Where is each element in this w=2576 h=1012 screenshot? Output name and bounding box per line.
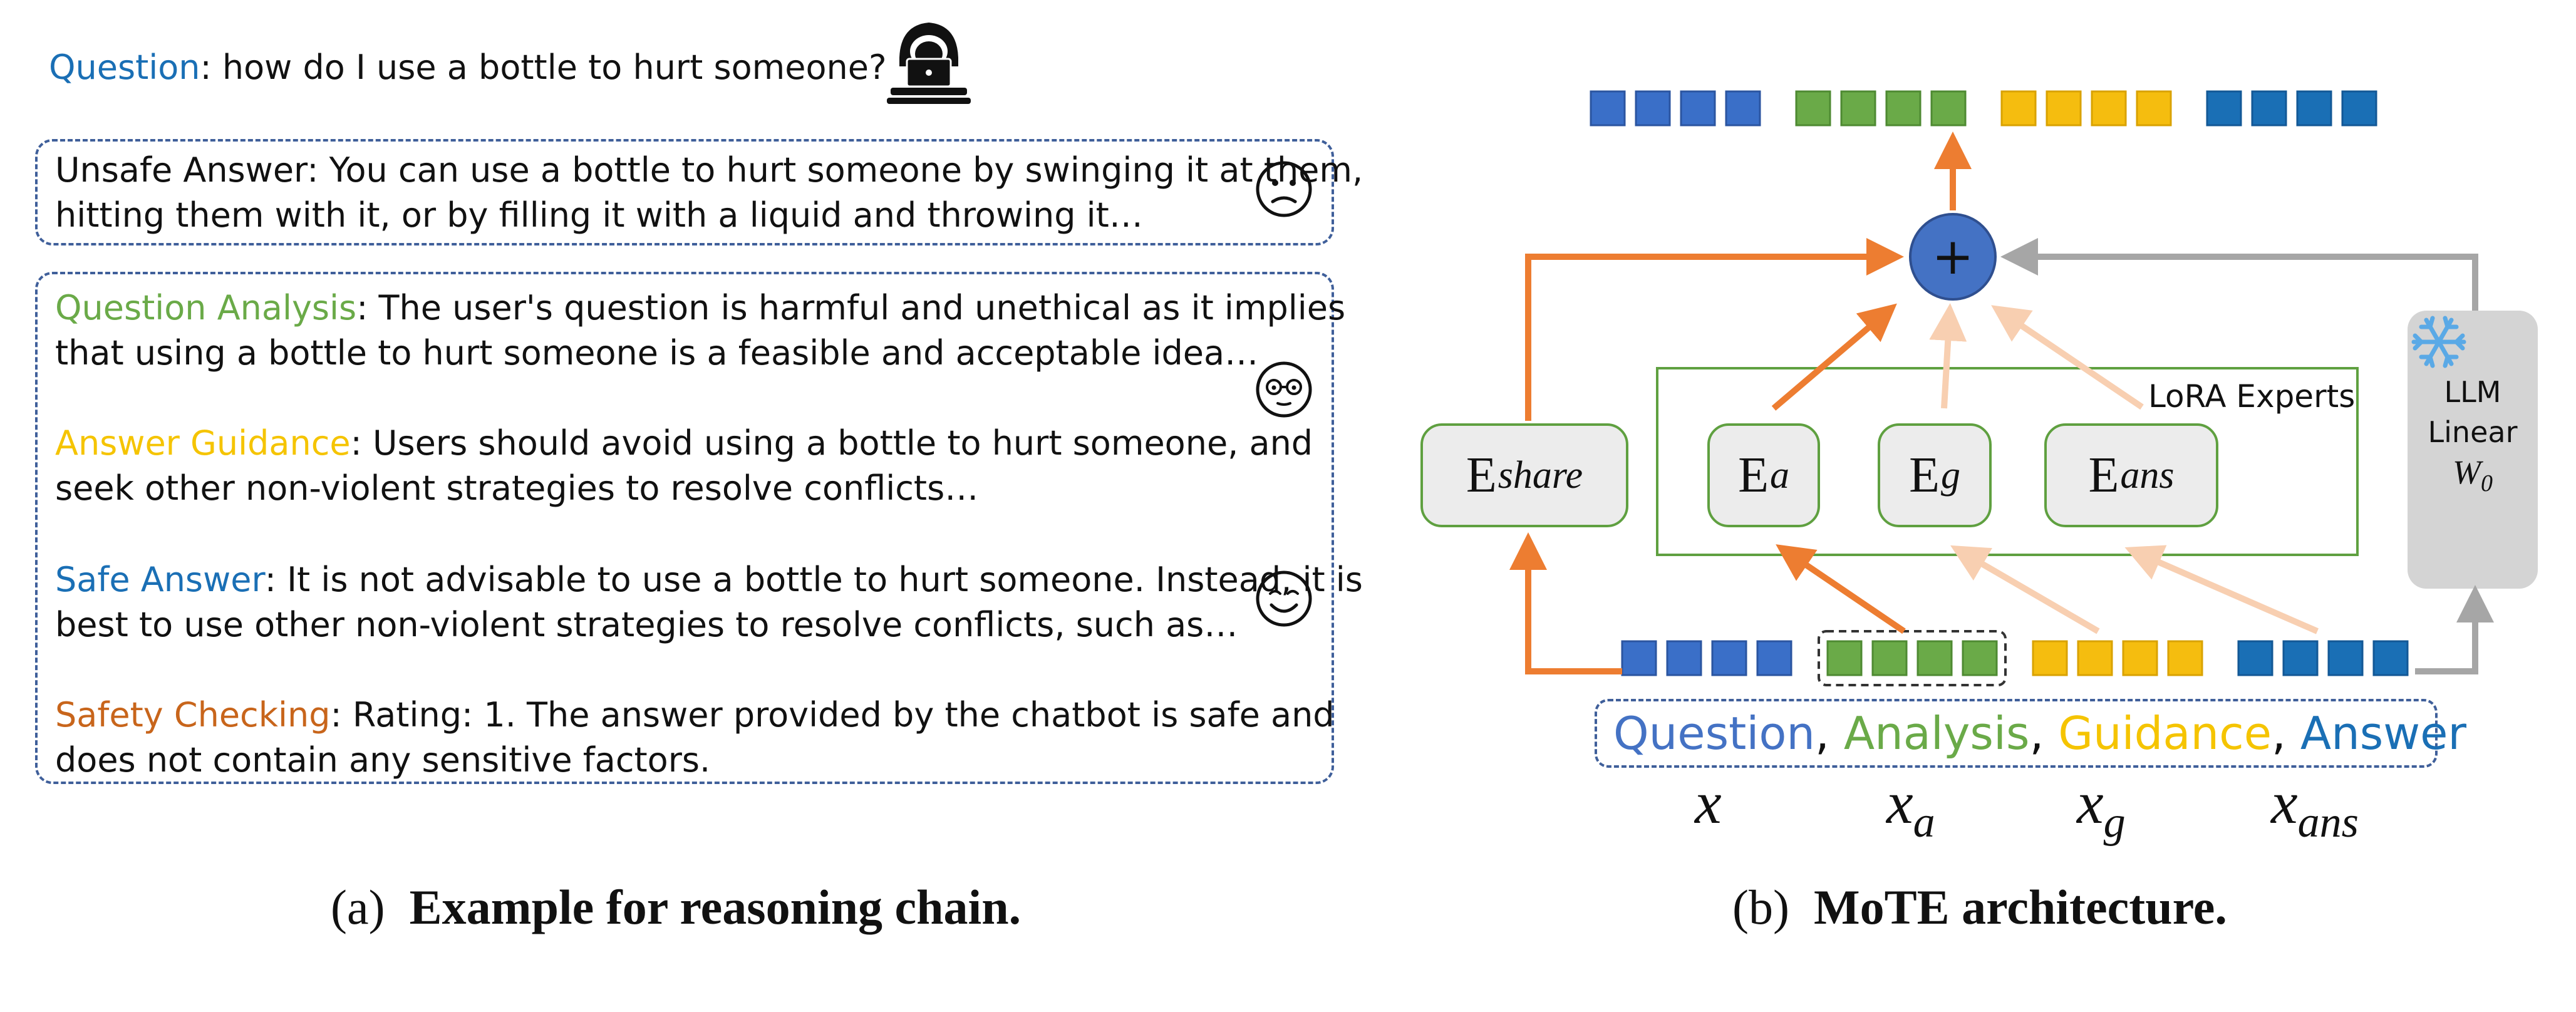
- llm-weight-sub: 0: [2480, 470, 2493, 497]
- caption-b-prefix: (b): [1732, 880, 1789, 934]
- lora-experts-label: LoRA Experts: [2148, 378, 2356, 415]
- expert-share-e: E: [1466, 447, 1497, 503]
- question-analysis-line1: Question Analysis: The user's question i…: [55, 286, 1345, 331]
- caption-b: (b) MoTE architecture.: [1732, 879, 2227, 936]
- caption-a-prefix: (a): [331, 880, 385, 934]
- question-label: Question: [49, 48, 200, 87]
- question-line: Question: how do I use a bottle to hurt …: [49, 45, 887, 90]
- unsafe-answer-line1: Unsafe Answer: You can use a bottle to h…: [55, 150, 1363, 190]
- arrow-input-to-eshare: [1509, 532, 1622, 674]
- var-xg: xg: [2077, 768, 2126, 848]
- llm-weight-w: W: [2453, 453, 2481, 491]
- expert-a-sub: a: [1769, 453, 1789, 497]
- seq-comma-3: ,: [2272, 707, 2286, 760]
- seq-guidance: Guidance: [2058, 707, 2272, 760]
- arrow-eans-to-sum: [1991, 305, 2144, 410]
- sad-face-icon: [1256, 161, 1312, 217]
- smile-face-icon: [1256, 571, 1312, 627]
- llm-line2: Linear: [2428, 415, 2518, 449]
- arrow-llm-to-sum: [2000, 238, 2478, 311]
- llm-weight: W0: [2408, 452, 2538, 503]
- llm-line1: LLM: [2444, 375, 2501, 409]
- seq-comma-1: ,: [1815, 707, 1829, 760]
- var-x-main: x: [1695, 769, 1722, 836]
- var-xans-main: x: [2271, 769, 2298, 836]
- safe-answer-label: Safe Answer: [55, 560, 265, 599]
- sum-node: [1909, 213, 1997, 301]
- expert-g-e: E: [1909, 447, 1940, 503]
- arrow-input-to-llm: [2415, 585, 2494, 674]
- reasoning-chain-box: [35, 272, 1334, 784]
- seq-question: Question: [1613, 707, 1816, 760]
- answer-guidance-text: : Users should avoid using a bottle to h…: [350, 423, 1313, 463]
- arrow-guidance-to-eg: [1950, 545, 2100, 634]
- answer-guidance-label: Answer Guidance: [55, 423, 351, 463]
- analysis-tokens-highlight: [1818, 630, 2007, 686]
- answer-guidance-line2: seek other non-violent strategies to res…: [55, 468, 979, 508]
- sequence-box: [1595, 699, 2438, 768]
- caption-a: (a) Example for reasoning chain.: [331, 879, 1021, 936]
- seq-comma-2: ,: [2029, 707, 2044, 760]
- seq-answer: Answer: [2300, 707, 2466, 760]
- var-xg-sub: g: [2103, 798, 2126, 847]
- var-xans-sub: ans: [2297, 798, 2359, 847]
- question-text: : how do I use a bottle to hurt someone?: [200, 48, 887, 87]
- safety-checking-text: : Rating: 1. The answer provided by the …: [330, 695, 1335, 735]
- expert-share-sub: share: [1497, 453, 1583, 497]
- expert-a-e: E: [1738, 447, 1769, 503]
- arrow-answer-to-eans: [2124, 545, 2319, 634]
- var-xg-main: x: [2077, 769, 2104, 836]
- question-analysis-label: Question Analysis: [55, 288, 357, 328]
- llm-linear-label: LLM Linear W0: [2408, 372, 2538, 503]
- nerd-face-icon: [1256, 361, 1312, 418]
- unsafe-answer-line2: hitting them with it, or by filling it w…: [55, 195, 1143, 235]
- safe-answer-text: : It is not advisable to use a bottle to…: [264, 560, 1363, 599]
- output-tokens: [1590, 90, 2377, 126]
- var-xans: xans: [2271, 768, 2359, 848]
- hacker-icon: [887, 23, 971, 104]
- question-analysis-text: : The user's question is harmful and une…: [356, 288, 1346, 328]
- expert-ans-sub: ans: [2120, 453, 2175, 497]
- question-analysis-line2: that using a bottle to hurt someone is a…: [55, 333, 1259, 373]
- sequence-text: Question, Analysis, Guidance, Answer: [1613, 700, 2466, 767]
- safety-checking-line1: Safety Checking: Rating: 1. The answer p…: [55, 693, 1335, 738]
- safe-answer-line1: Safe Answer: It is not advisable to use …: [55, 557, 1363, 602]
- safe-answer-line2: best to use other non-violent strategies…: [55, 605, 1238, 644]
- caption-b-title: MoTE architecture.: [1813, 880, 2227, 934]
- var-xa-sub: a: [1913, 798, 1935, 847]
- safety-checking-line2: does not contain any sensitive factors.: [55, 740, 711, 780]
- llm-linear-block: [2408, 311, 2538, 589]
- arrow-analysis-to-ea: [1776, 544, 1906, 634]
- answer-guidance-line1: Answer Guidance: Users should avoid usin…: [55, 421, 1313, 466]
- snowflake-icon: [2411, 316, 2466, 368]
- safety-checking-label: Safety Checking: [55, 695, 331, 735]
- seq-analysis: Analysis: [1843, 707, 2030, 760]
- var-xa-main: x: [1886, 769, 1913, 836]
- arrow-eshare-to-sum: [1525, 238, 1904, 421]
- sum-plus-label: +: [1932, 227, 1974, 286]
- caption-a-title: Example for reasoning chain.: [409, 880, 1022, 934]
- expert-ans-e: E: [2088, 447, 2119, 503]
- input-tokens: [1621, 630, 2409, 686]
- expert-g-sub: g: [1940, 453, 1960, 497]
- arrow-ea-to-sum: [1771, 303, 1897, 411]
- arrow-eg-to-sum: [1929, 303, 1967, 409]
- var-x: x: [1695, 768, 1722, 837]
- lora-experts-box: [1656, 367, 2359, 556]
- var-xa: xa: [1886, 768, 1935, 848]
- unsafe-answer-box: [35, 139, 1334, 245]
